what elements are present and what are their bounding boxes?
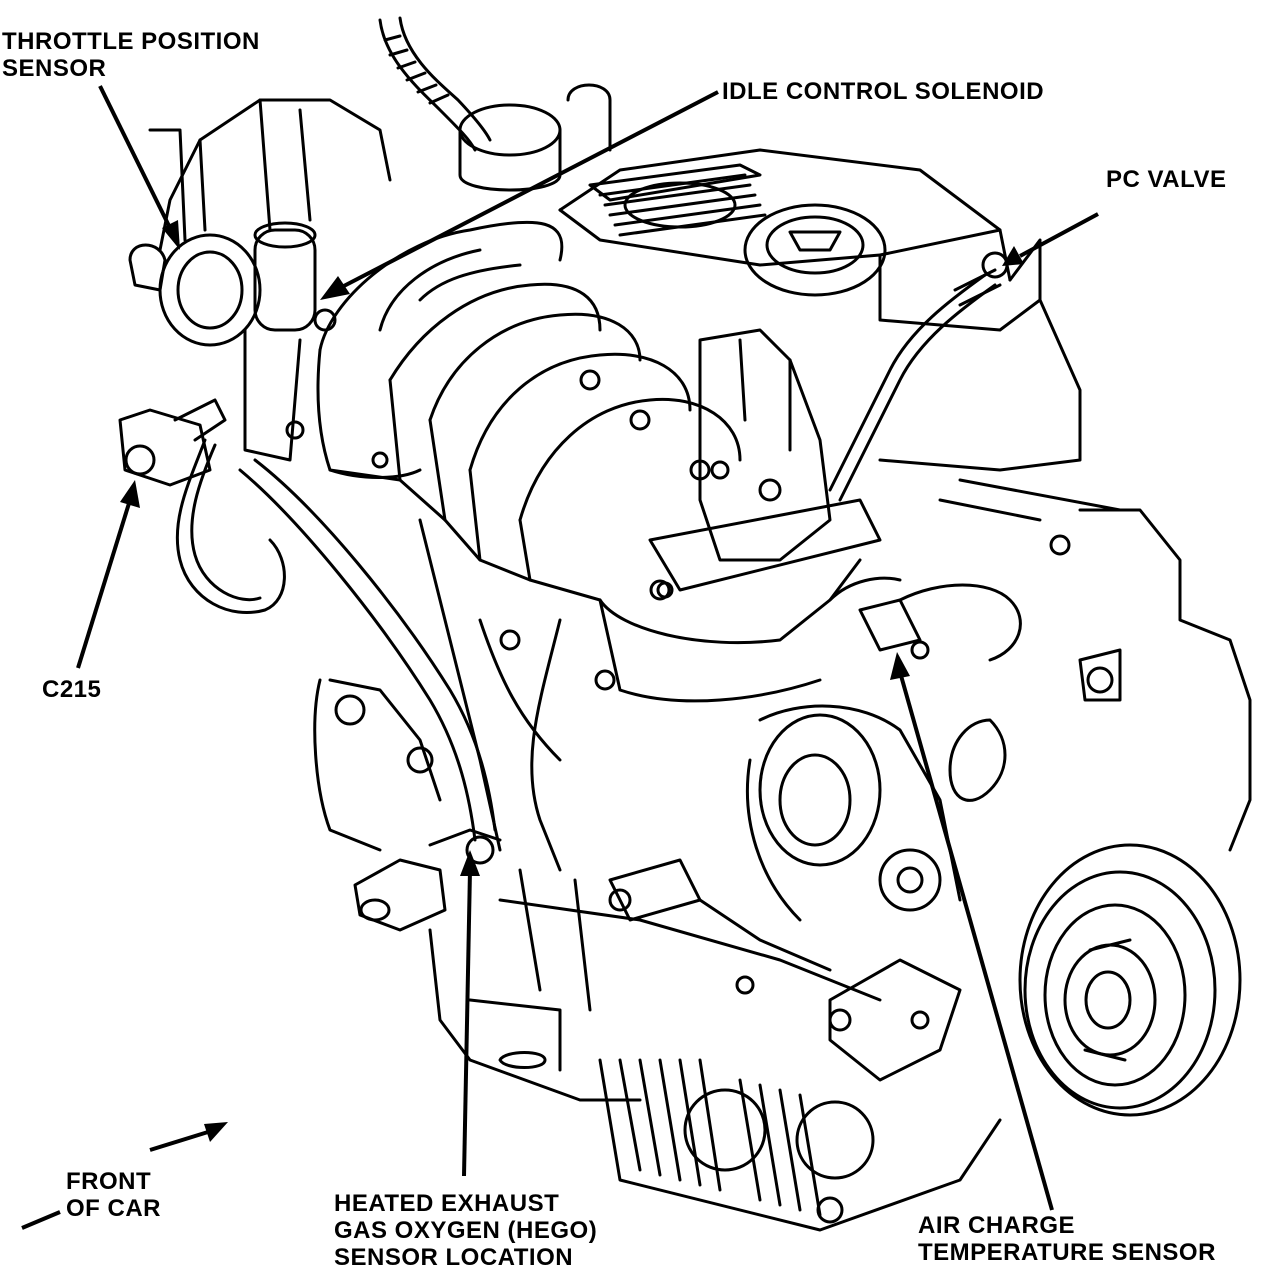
label-line: OF CAR — [66, 1195, 161, 1222]
leader-lines — [21, 85, 1099, 1230]
label-line: FRONT — [66, 1168, 152, 1195]
label-line: PC VALVE — [1106, 166, 1227, 193]
label-c215: C215 — [42, 676, 101, 703]
label-hego-sensor-location: HEATED EXHAUST GAS OXYGEN (HEGO) SENSOR … — [334, 1190, 597, 1271]
label-line: HEATED EXHAUST — [334, 1190, 560, 1217]
label-pc-valve: PC VALVE — [1106, 166, 1226, 193]
label-front-of-car: FRONT OF CAR — [66, 1168, 161, 1222]
label-line: AIR CHARGE — [918, 1212, 1076, 1239]
label-line: SENSOR LOCATION — [334, 1244, 574, 1271]
engine-illustration — [118, 16, 1252, 1232]
label-line: SENSOR — [2, 55, 107, 82]
label-idle-control-solenoid: IDLE CONTROL SOLENOID — [722, 78, 1044, 105]
label-line: TEMPERATURE SENSOR — [918, 1239, 1216, 1266]
label-air-charge-temperature-sensor: AIR CHARGE TEMPERATURE SENSOR — [918, 1212, 1216, 1266]
label-line: IDLE CONTROL SOLENOID — [722, 78, 1045, 105]
label-line: THROTTLE POSITION — [2, 28, 260, 55]
label-throttle-position-sensor: THROTTLE POSITION SENSOR — [2, 28, 260, 82]
label-line: GAS OXYGEN (HEGO) — [334, 1217, 598, 1244]
label-line: C215 — [42, 676, 102, 703]
